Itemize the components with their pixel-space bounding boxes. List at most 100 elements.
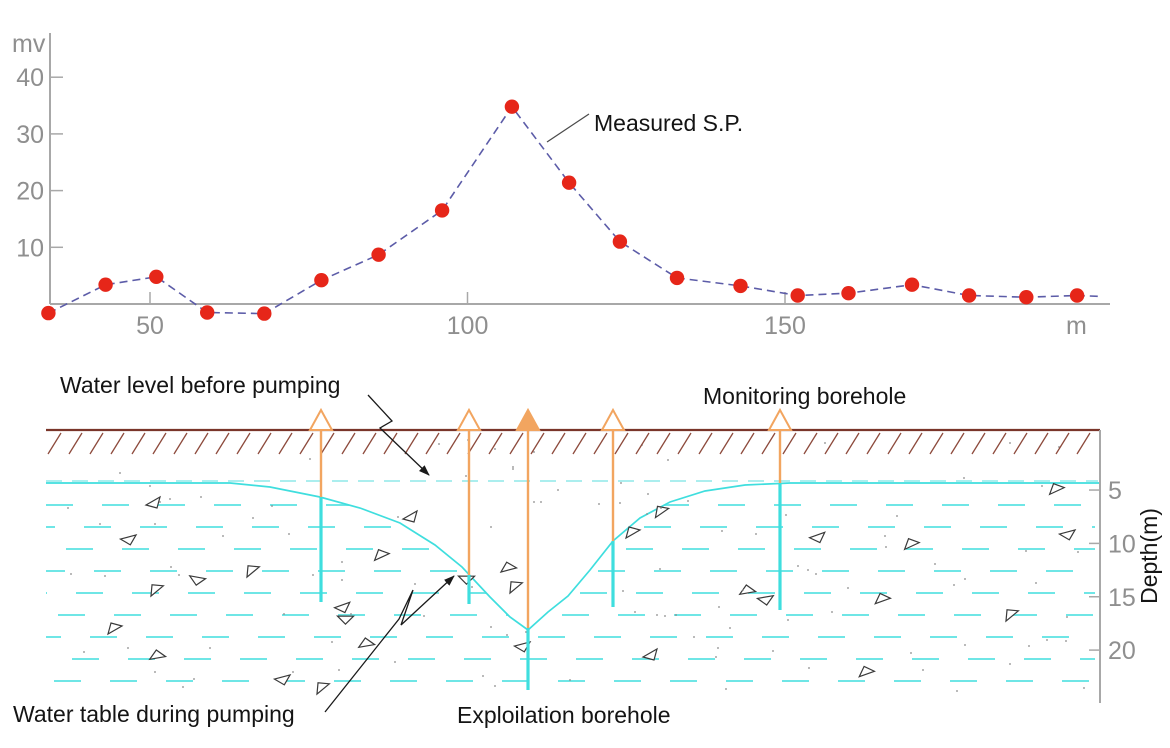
soil-speck	[99, 523, 101, 525]
y-tick-label: 10	[16, 234, 44, 262]
soil-speck	[271, 505, 273, 507]
sp-data-point	[1069, 288, 1085, 303]
ground-hatch-line	[572, 432, 587, 455]
soil-triangle	[903, 537, 921, 551]
soil-speck	[660, 507, 662, 509]
soil-speck	[423, 615, 425, 617]
ground-hatch-line	[215, 432, 230, 455]
soil-speck	[1009, 663, 1011, 665]
ground-hatch-line	[320, 432, 335, 455]
ground-hatch-line	[656, 432, 671, 455]
soil-triangle	[118, 534, 138, 546]
ground-hatch-line	[383, 432, 398, 455]
soil-triangle	[246, 565, 261, 579]
soil-speck	[934, 563, 936, 565]
soil-speck	[619, 502, 621, 504]
y-axis-unit-label: mv	[12, 30, 46, 58]
soil-speck	[667, 459, 669, 461]
sp-data-point	[841, 286, 856, 301]
soil-speck	[1035, 582, 1037, 584]
soil-speck	[1028, 645, 1030, 647]
ground-hatch-line	[971, 432, 986, 455]
soil-speck	[598, 503, 600, 505]
soil-triangle	[1005, 609, 1020, 623]
soil-speck	[797, 565, 799, 567]
ground-hatch-line	[68, 432, 83, 455]
ground-hatch-line	[929, 432, 944, 455]
soil-speck	[831, 611, 833, 613]
sp-annotation-label: Measured S.P.	[594, 110, 743, 136]
ground-hatch-line	[530, 432, 545, 455]
ground-hatch-line	[698, 432, 713, 455]
soil-speck	[169, 498, 171, 500]
sp-data-point	[149, 269, 164, 284]
monitoring-borehole	[767, 407, 793, 610]
depth-tick-label: 15	[1108, 584, 1136, 612]
ground-hatch-line	[446, 432, 461, 455]
ground-hatch-line	[257, 432, 272, 455]
soil-speck	[104, 575, 106, 577]
sp-data-point	[733, 278, 748, 294]
ground-hatch-line	[47, 432, 62, 455]
ground-hatch-line	[131, 432, 146, 455]
soil-speck	[693, 636, 695, 638]
soil-speck	[288, 533, 290, 535]
soil-speck	[312, 574, 314, 576]
soil-speck	[824, 442, 826, 444]
y-tick-label: 30	[16, 121, 44, 149]
ground-hatch-line	[740, 432, 755, 455]
soil-speck	[482, 675, 484, 677]
ground-hatch-line	[89, 432, 104, 455]
soil-speck	[465, 475, 467, 477]
soil-speck	[127, 647, 129, 649]
ground-hatch-line	[194, 432, 209, 455]
soil-speck	[252, 517, 254, 519]
soil-speck	[70, 573, 72, 575]
x-tick-label: 50	[136, 312, 164, 340]
soil-speck	[725, 688, 727, 690]
soil-speck	[1046, 639, 1048, 641]
sp-curve	[48, 105, 1103, 315]
soil-triangle	[144, 495, 161, 509]
soil-speck	[772, 650, 774, 652]
soil-triangle	[401, 509, 418, 523]
soil-speck	[170, 566, 172, 568]
soil-speck	[540, 501, 542, 503]
ground-hatch-line	[677, 432, 692, 455]
soil-speck	[83, 651, 85, 653]
soil-triangle	[357, 637, 377, 649]
ground-hatch-line	[1013, 432, 1028, 455]
soil-speck	[755, 533, 757, 535]
water-table-during-curve	[46, 482, 1100, 632]
exploitation-borehole	[515, 407, 541, 690]
soil-speck	[512, 468, 514, 470]
soil-speck	[200, 496, 202, 498]
chart-axes	[49, 33, 1110, 305]
sp-data-point	[790, 288, 805, 303]
filled-triangle-icon	[515, 407, 541, 431]
soil-speck	[620, 482, 622, 484]
soil-speck	[193, 678, 195, 680]
ground-hatch-line	[425, 432, 440, 455]
soil-speck	[341, 579, 343, 581]
soil-speck	[808, 667, 810, 669]
soil-speck	[154, 523, 156, 525]
open-triangle-icon	[456, 407, 482, 431]
ground-hatch-line	[341, 432, 356, 455]
x-tick-label: 100	[447, 312, 489, 340]
boreholes	[308, 407, 793, 690]
monitoring-borehole	[308, 407, 334, 602]
soil-triangle	[148, 649, 168, 661]
soil-triangle	[333, 601, 351, 614]
label-exploitation-borehole: Exploilation borehole	[457, 702, 671, 728]
soil-speck	[1025, 550, 1027, 552]
soil-triangle	[641, 647, 658, 661]
soil-speck	[309, 458, 311, 460]
leader-arrows	[324, 394, 455, 713]
sp-data-point	[371, 247, 386, 262]
water-table-during-arrow	[324, 575, 455, 713]
ground-hatch-line	[614, 432, 629, 455]
sp-data-point	[200, 305, 215, 320]
soil-speck	[656, 614, 658, 616]
